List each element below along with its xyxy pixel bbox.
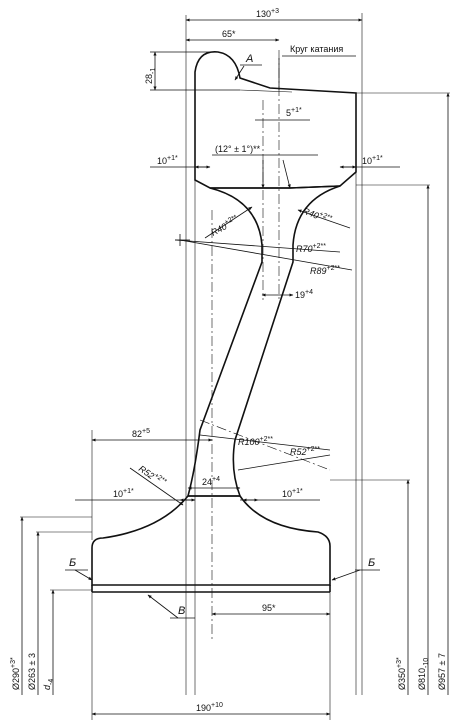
dim-web-offset: 82+5 — [132, 428, 150, 439]
dim-web-thickness: 19+4 — [295, 289, 313, 300]
dim-rim-width: 130+3 — [256, 8, 279, 19]
wheel-section — [91, 51, 357, 593]
dim-hub-chamfer-right: 10+1* — [282, 488, 303, 499]
dim-angle: (12° ± 1°)** — [215, 144, 261, 154]
dimension-lines — [20, 18, 450, 716]
label-rolling-circle: Круг катания — [290, 44, 343, 54]
dim-d957: Ø957 ± 7 — [437, 653, 447, 690]
dim-rim-chamfer-right: 10+1* — [362, 155, 383, 166]
marker-a: А — [245, 53, 253, 65]
marker-b-right: Б — [368, 557, 375, 569]
dim-hub-offset: 95* — [262, 603, 276, 613]
dim-d810: Ø810-10 — [417, 658, 430, 690]
dim-r89: R89+2** — [310, 265, 340, 276]
dim-rim-offset: 5+1* — [286, 107, 302, 118]
hub-outline — [91, 495, 331, 586]
dim-r100: R100+2** — [238, 436, 273, 447]
dim-r52-right: R52+2** — [290, 446, 320, 457]
dim-flange-height: 28-1 — [144, 68, 157, 84]
dim-d263: Ø263 ± 3 — [27, 653, 37, 690]
dim-d4: d-4 — [42, 679, 55, 690]
dim-rim-chamfer-left: 10+1* — [157, 155, 178, 166]
marker-b-left: Б — [69, 557, 76, 569]
dim-hub-chamfer-left: 10+1* — [113, 488, 134, 499]
dim-hub-web: 24+4 — [202, 476, 220, 487]
dim-d290: Ø290+3* — [10, 657, 21, 690]
dim-r70: R70+2** — [296, 243, 326, 254]
dim-r40-left: R40+2** — [209, 214, 241, 238]
dim-d350: Ø350+3* — [396, 657, 407, 690]
dimension-labels: 130+3 65* 28-1 Круг катания А 5+1* (12° … — [10, 8, 447, 713]
marker-v: В — [178, 605, 185, 617]
dim-flange-offset: 65* — [222, 29, 236, 39]
dim-r40-right: R40+2** — [301, 205, 333, 227]
dim-hub-length: 190+10 — [196, 702, 223, 713]
